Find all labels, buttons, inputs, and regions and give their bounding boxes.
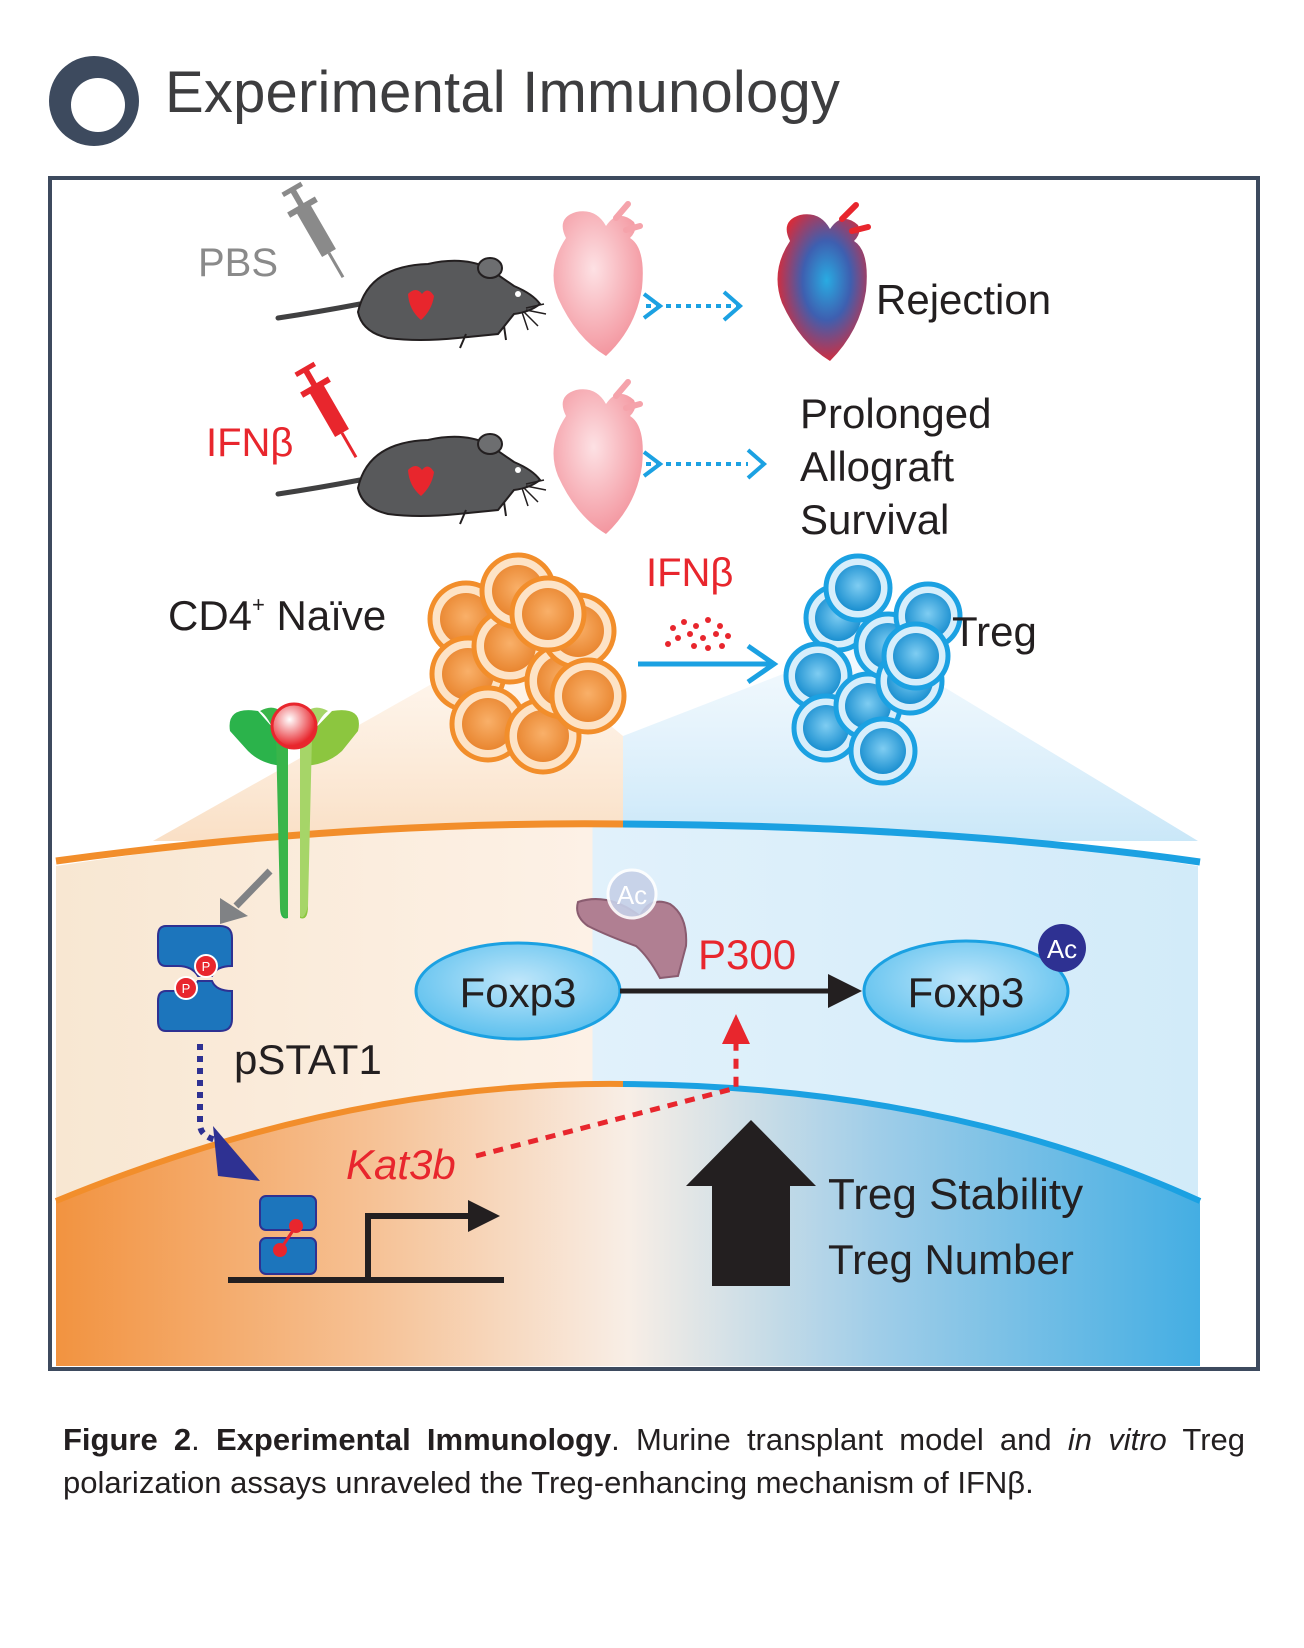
p300-enzyme-icon: Ac (576, 868, 688, 980)
ac-foxp3-text: Ac (1047, 934, 1077, 964)
cd4-naive-label: CD4+ Naïve (168, 592, 386, 639)
p300-label: P300 (698, 931, 796, 978)
pstat1-dimer-icon: P P (157, 925, 233, 1032)
nuclear-membrane-treg (622, 1081, 1202, 1204)
phospho-lower-text: P (182, 981, 191, 996)
heart-graft-survived-icon (553, 379, 643, 534)
figure-caption: Figure 2. Experimental Immunology. Murin… (63, 1418, 1245, 1504)
mechanism-diagram: PBS Rejection IFNβ (48, 176, 1260, 1371)
survival-label-line3: Survival (800, 496, 949, 543)
syringe-pbs-icon (281, 181, 345, 279)
acetyl-group-icon (1038, 924, 1086, 972)
cd4-text: CD4 (168, 592, 252, 639)
treg-cell-cluster (783, 553, 963, 786)
kat3b-gene-label: Kat3b (346, 1141, 456, 1188)
kat3b-to-p300-arrowhead (722, 1014, 750, 1044)
foxp3-acetylated (862, 939, 1070, 1043)
naive-cd4-cell-cluster (427, 552, 627, 775)
mouse-pbs-icon (275, 257, 547, 349)
polarization-arrowhead (746, 643, 779, 685)
ifn-receptor-icon (229, 702, 359, 919)
cell-membrane-treg (622, 820, 1201, 866)
transplant-arrow-1 (642, 290, 744, 322)
ring-logo-icon (49, 56, 139, 146)
caption-title: Experimental Immunology (216, 1422, 612, 1457)
stat1-dna-bound-icon (259, 1195, 317, 1275)
ifnb-cytokine-dots (665, 617, 731, 651)
treg-label: Treg (952, 608, 1037, 655)
cd4-superscript: + (252, 592, 265, 617)
page-title: Experimental Immunology (165, 60, 841, 125)
cell-membrane-naive (55, 820, 624, 865)
rejected-heart-icon (777, 202, 871, 361)
rejection-label: Rejection (876, 276, 1051, 323)
syringe-ifnb-icon (294, 361, 358, 459)
caption-text: Treg polarization assays unraveled the T… (63, 1422, 1245, 1500)
naive-text: Naïve (265, 592, 386, 639)
caption-figure-label: Figure 2 (63, 1422, 192, 1457)
increase-arrow-icon (686, 1120, 816, 1286)
caption-sep2: . Murine transplant model and (611, 1422, 1068, 1457)
treg-stability-label: Treg Stability (828, 1170, 1083, 1219)
foxp3-right-label: Foxp3 (908, 969, 1025, 1016)
nuclear-membrane-naive (54, 1080, 624, 1204)
transcription-start-arrowhead (468, 1200, 500, 1232)
pstat1-label: pSTAT1 (234, 1036, 382, 1083)
caption-italic: in vitro (1067, 1422, 1167, 1457)
pbs-label: PBS (198, 241, 278, 285)
figure-frame (48, 176, 1260, 1371)
ac-p300-text: Ac (617, 880, 647, 910)
transcription-start-arrow (365, 1213, 488, 1280)
nuclear-translocation-arrowhead (213, 1126, 260, 1181)
signal-arrow (220, 868, 273, 924)
nucleus (56, 1083, 1200, 1366)
phospho-upper-text: P (202, 959, 211, 974)
mouse-ifnb-icon (275, 433, 547, 525)
survival-label-line2: Allograft (800, 443, 954, 490)
ifnb-treatment-label: IFNβ (206, 421, 293, 465)
acetylation-arrowhead (828, 974, 862, 1008)
treg-number-label: Treg Number (828, 1236, 1074, 1283)
caption-sep1: . (191, 1422, 216, 1457)
ifnb-cytokine-label: IFNβ (646, 551, 733, 595)
nuclear-translocation-arrow (197, 1044, 217, 1143)
transplant-arrow-2 (642, 448, 768, 480)
survival-label-line1: Prolonged (800, 390, 991, 437)
foxp3-left-label: Foxp3 (460, 969, 577, 1016)
heart-graft-icon (553, 201, 643, 356)
